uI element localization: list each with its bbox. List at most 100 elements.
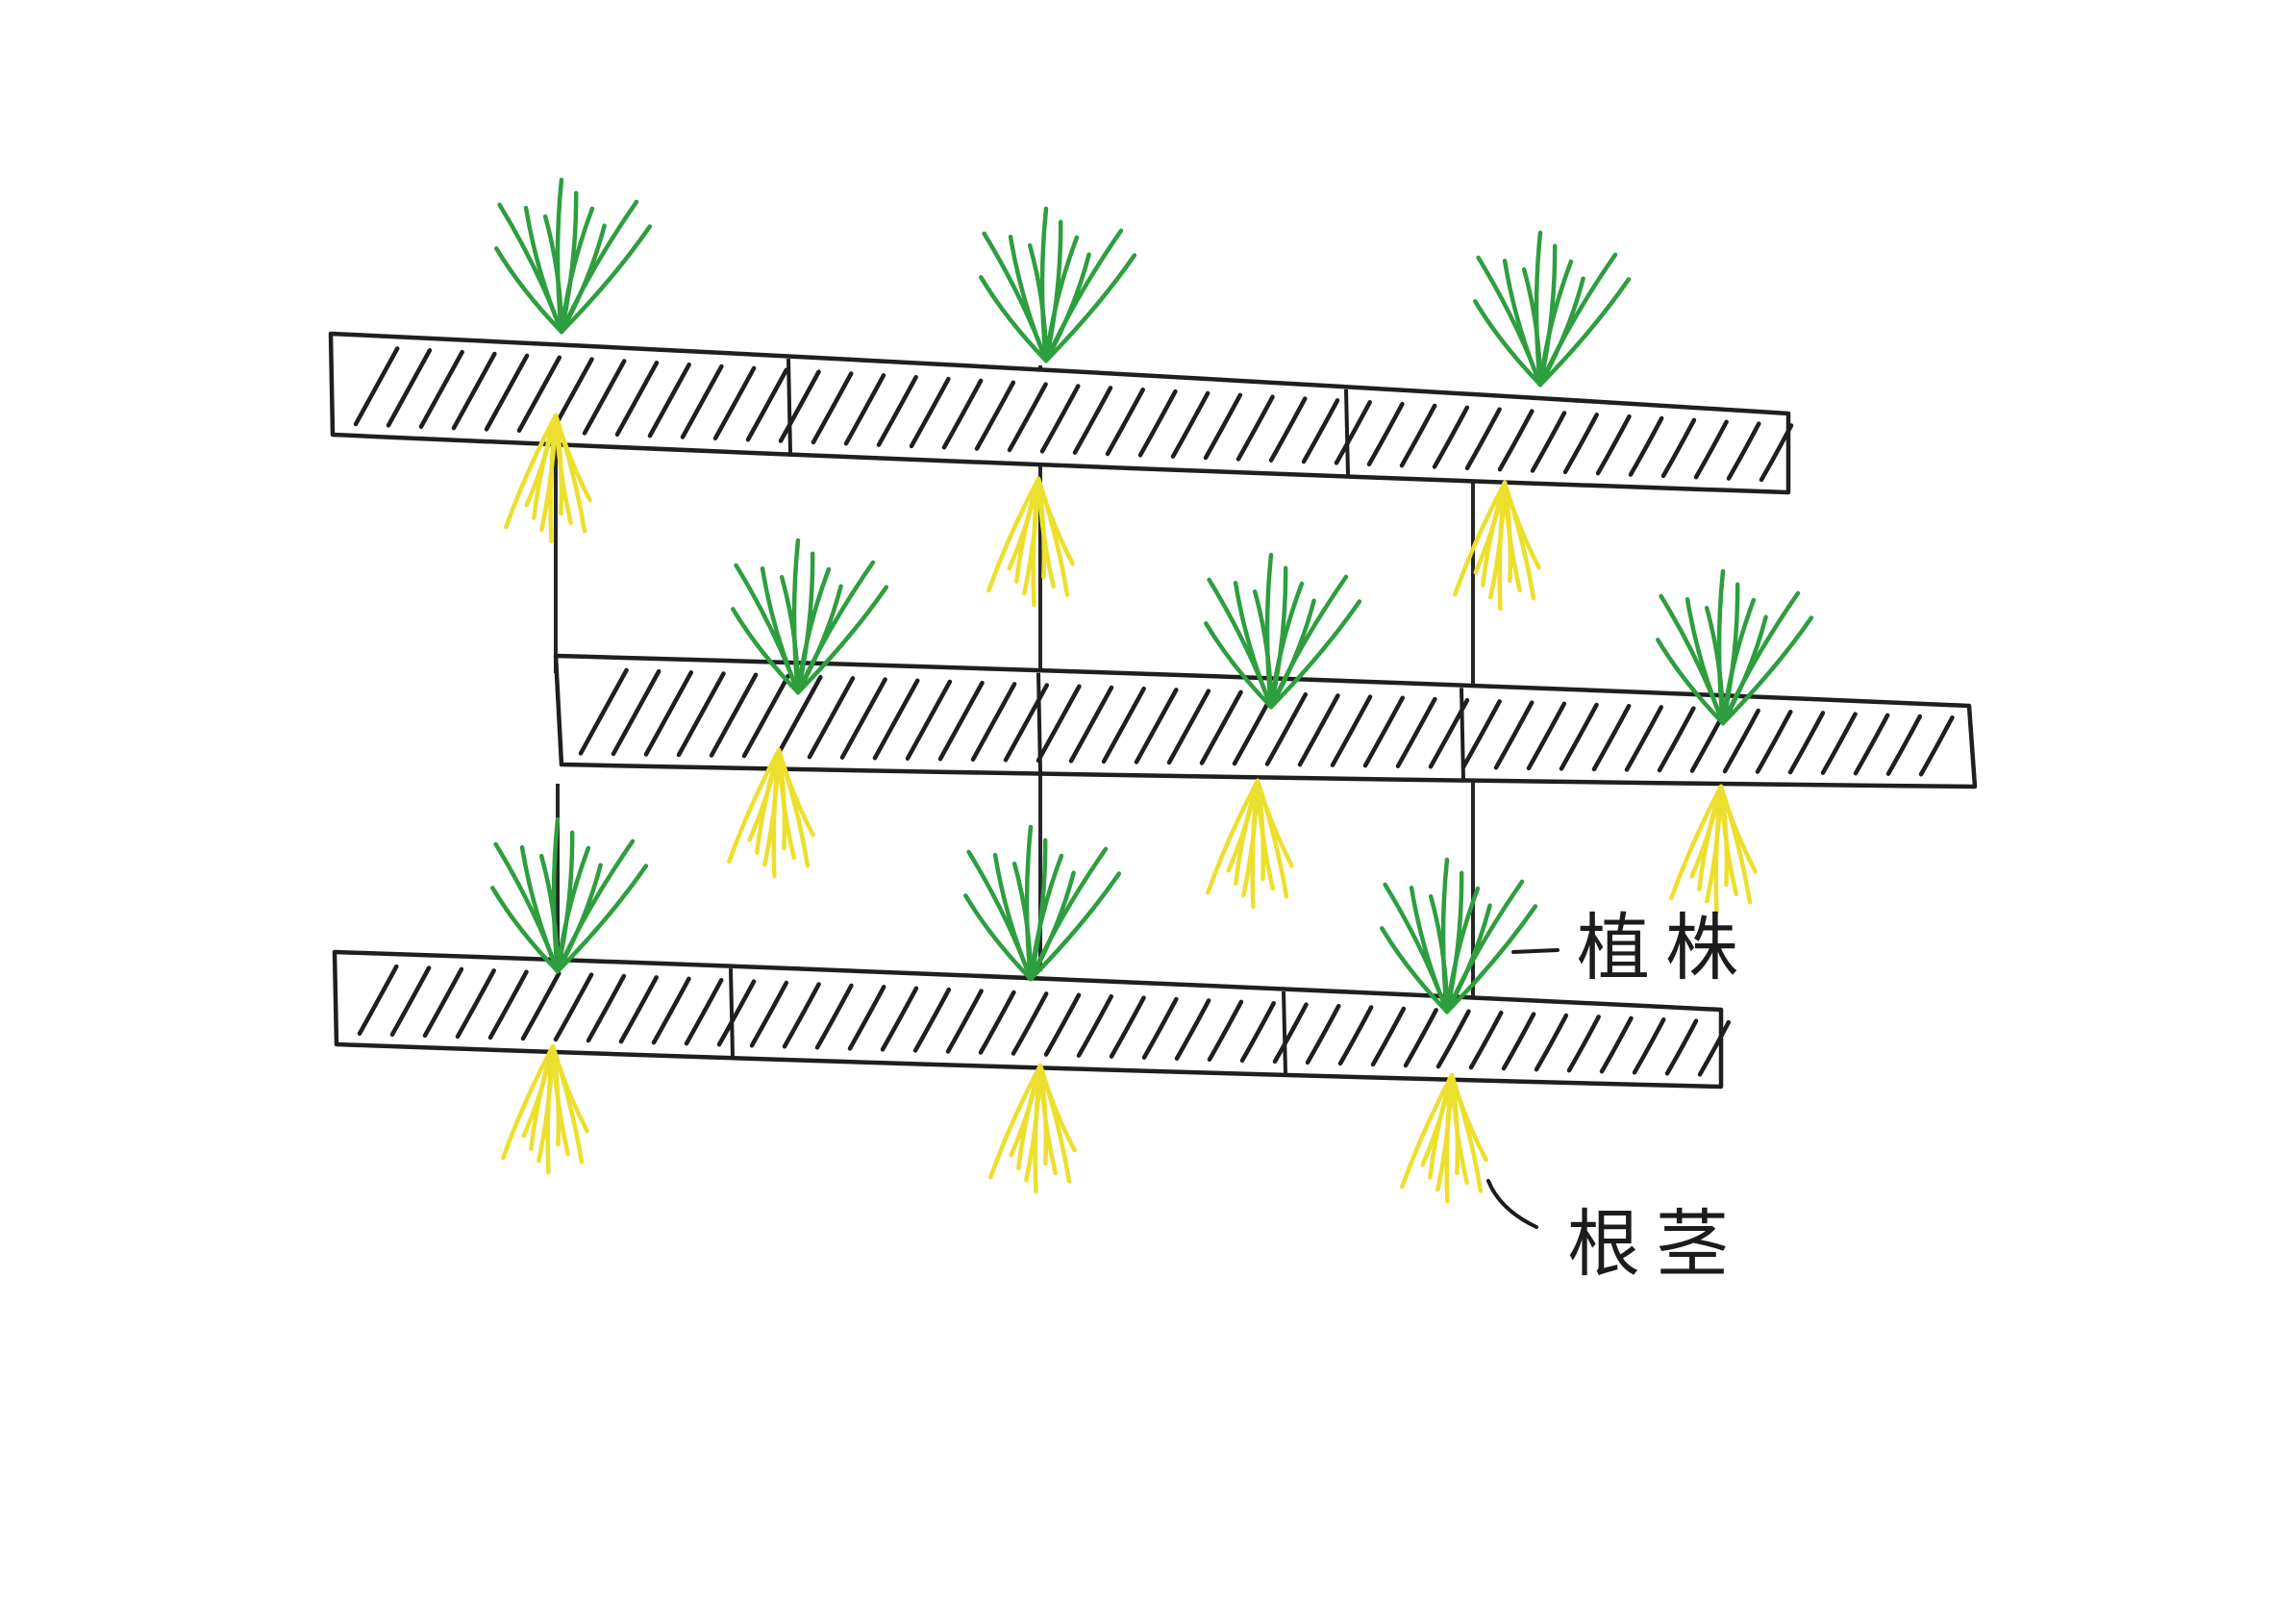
hatch-stroke [1820, 712, 1858, 775]
hatch-stroke [1726, 421, 1761, 481]
hatch-stroke [1399, 403, 1437, 468]
hatch-stroke [1624, 705, 1664, 772]
hatch-stroke [418, 349, 464, 429]
hatch-stroke [1068, 685, 1114, 764]
leaf-stroke [1039, 206, 1049, 363]
grass-tuft-icon [494, 177, 653, 335]
plant-label: 植株 [1577, 905, 1754, 990]
leaf-stroke [559, 224, 653, 335]
hatch-stroke [807, 676, 856, 760]
root-bundle-icon [1453, 480, 1541, 612]
leaf-stroke [1028, 846, 1109, 982]
root-stroke [1502, 480, 1536, 601]
root-bundle-icon [986, 476, 1075, 608]
hatch-stroke [1141, 996, 1179, 1060]
hatch-stroke [455, 968, 496, 1040]
root-stroke [1718, 784, 1753, 905]
hatch-stroke [651, 976, 691, 1045]
hatch-stroke [1566, 1015, 1601, 1073]
root-stroke [1453, 480, 1508, 597]
hatch-stroke [1170, 390, 1210, 459]
hatch-stroke [353, 346, 400, 427]
hatch-stroke [516, 355, 562, 434]
hatch-stroke [611, 668, 661, 757]
hatch-stroke [745, 367, 789, 442]
root-stroke [553, 413, 587, 534]
leaf-stroke [1440, 857, 1450, 1015]
hatch-stroke [1628, 415, 1664, 477]
hatch-stroke [1435, 1009, 1471, 1069]
leaf-stroke [559, 206, 595, 335]
hatch-stroke [1203, 392, 1243, 461]
root-stroke [1024, 1063, 1043, 1183]
hatch-stroke [647, 362, 691, 439]
hatch-stroke [709, 672, 759, 758]
root-stroke [1449, 1072, 1484, 1193]
leaf-stroke [555, 845, 591, 974]
leaf-stroke [1028, 853, 1064, 982]
rhizome-leader-line [1486, 1179, 1538, 1229]
leaf-stroke [1444, 904, 1538, 1015]
hatch-stroke [1370, 1006, 1407, 1067]
lower-board-seam-1 [729, 968, 735, 1057]
hatch-stroke [1428, 697, 1470, 769]
hatch-stroke [1787, 711, 1826, 775]
hatch-stroke [1501, 1012, 1536, 1071]
upper-board [328, 331, 1794, 495]
leaf-stroke [731, 607, 801, 695]
hatch-stroke [1657, 706, 1696, 773]
root-stroke [727, 747, 782, 865]
hatch-stroke [1918, 714, 1955, 777]
hatch-stroke [1301, 398, 1340, 464]
root-stroke [1036, 476, 1070, 597]
hatch-stroke [1264, 691, 1309, 766]
hatch-stroke [1166, 689, 1211, 765]
root-bundle-icon [1669, 784, 1758, 915]
leaf-stroke [1043, 235, 1080, 363]
hatch-stroke [520, 970, 562, 1041]
hatch-stroke [912, 987, 952, 1053]
hatch-stroke [422, 966, 464, 1039]
hatch-stroke [1105, 387, 1145, 457]
hatch-stroke [389, 965, 432, 1038]
leaf-stroke [1716, 568, 1726, 726]
hatch-stroke [1660, 417, 1697, 479]
hatch-stroke [1432, 405, 1470, 469]
hatch-stroke [978, 990, 1016, 1055]
upper-board-seam-1 [786, 359, 792, 453]
root-stroke [1400, 1072, 1455, 1190]
hatch-stroke [749, 980, 789, 1048]
plants-layer [490, 177, 1814, 1015]
hatch-stroke [782, 982, 821, 1049]
grass-tuft-icon [979, 206, 1137, 363]
hatch-stroke [1460, 699, 1502, 770]
hatch-stroke [684, 977, 724, 1046]
leaf-stroke [555, 839, 636, 974]
grass-tuft-icon [731, 538, 889, 695]
hatch-stroke [1534, 1013, 1569, 1072]
root-bundle-icon [1400, 1072, 1488, 1204]
hatch-stroke [847, 985, 886, 1051]
root-stroke [1037, 1063, 1072, 1184]
hatch-stroke [1595, 414, 1632, 476]
leaf-stroke [523, 205, 564, 335]
hatch-stroke [1493, 700, 1535, 770]
root-bundle-icon [727, 747, 815, 879]
leaf-stroke [1043, 253, 1137, 363]
root-stroke [776, 747, 811, 868]
hatch-stroke [1337, 1005, 1374, 1066]
leaf-stroke [1380, 926, 1450, 1015]
upper-board-outline [328, 331, 1791, 495]
leaf-stroke [979, 275, 1049, 363]
leaf-stroke [1720, 615, 1814, 726]
hatch-stroke [614, 361, 660, 438]
lower-board [332, 949, 1732, 1090]
hatch-stroke [716, 979, 757, 1047]
hatch-stroke [937, 680, 985, 762]
leaf-stroke [795, 585, 889, 695]
hatch-stroke [1468, 1010, 1504, 1070]
root-stroke [1705, 784, 1724, 904]
hatch-stroke [741, 673, 790, 759]
hatch-stroke [811, 371, 854, 445]
